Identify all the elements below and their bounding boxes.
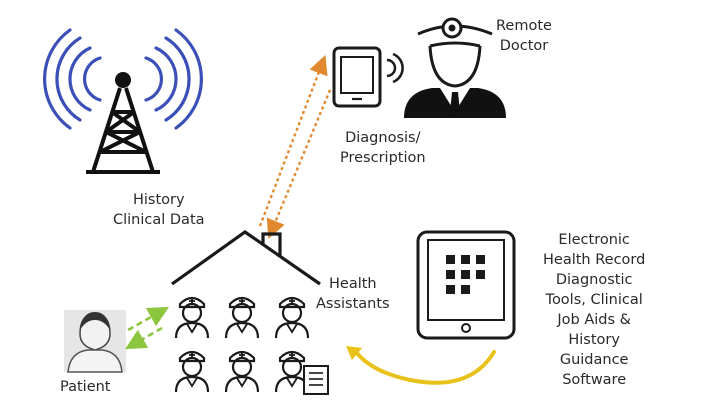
patient-photo-icon — [64, 310, 126, 373]
smartphone-icon — [332, 46, 404, 108]
diagnosis-prescription-label: Diagnosis/ Prescription — [340, 130, 426, 166]
nurse-icon — [274, 296, 310, 338]
radio-tower-icon — [43, 28, 203, 174]
history-clinical-data-label: History Clinical Data — [113, 192, 205, 228]
document-icon — [303, 365, 329, 395]
nurse-icon — [174, 296, 210, 338]
nurse-icon — [174, 350, 210, 392]
house-outline-icon — [171, 230, 321, 286]
curved-return-arrow — [346, 346, 496, 385]
health-assistants-label: Health Assistants — [316, 276, 390, 312]
remote-doctor-label: Remote Doctor — [496, 18, 552, 54]
nurse-icon — [224, 296, 260, 338]
ehr-software-label: Electronic Health Record Diagnostic Tool… — [543, 232, 646, 388]
tablet-icon — [416, 230, 516, 340]
patient-exchange-arrows — [124, 306, 170, 350]
nurse-icon — [224, 350, 260, 392]
doctor-icon — [404, 17, 506, 118]
data-exchange-arrow — [258, 55, 332, 239]
patient-label: Patient — [60, 379, 111, 395]
health-assistants-group — [174, 296, 310, 392]
